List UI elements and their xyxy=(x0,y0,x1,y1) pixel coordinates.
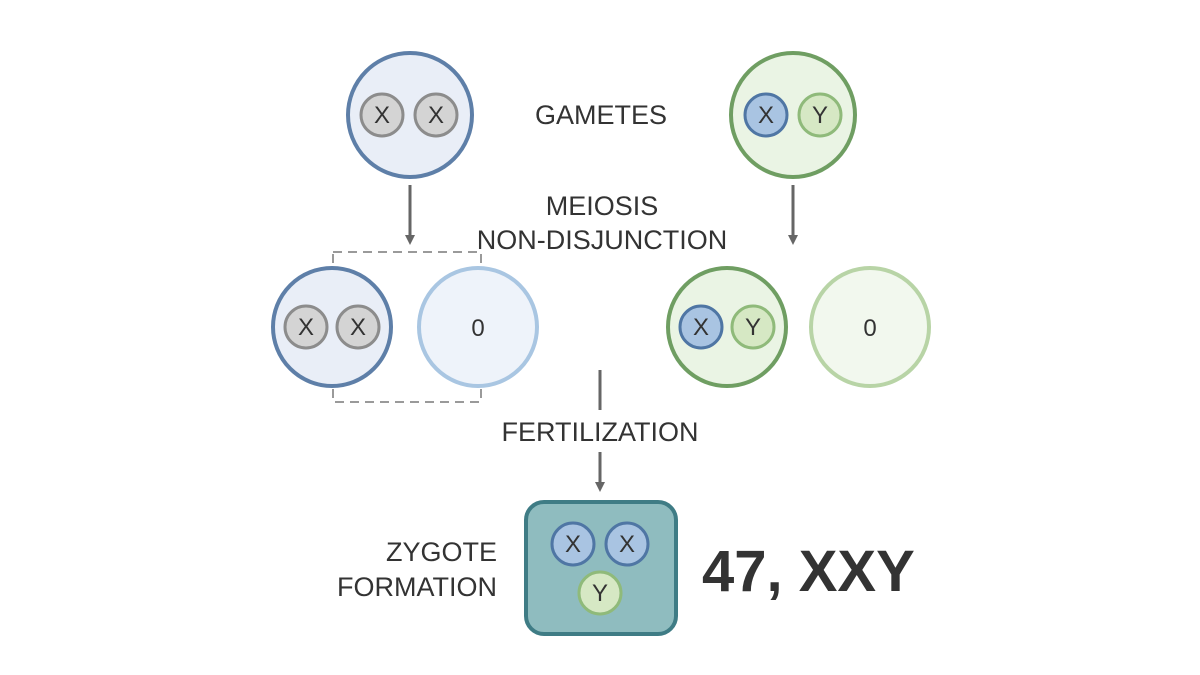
svg-text:0: 0 xyxy=(471,315,484,342)
svg-text:X: X xyxy=(428,102,444,129)
svg-text:X: X xyxy=(565,531,581,558)
chromosome-x: X xyxy=(335,304,381,350)
fertilization-label: FERTILIZATION xyxy=(501,417,698,447)
chromosome-y: Y xyxy=(577,570,623,616)
chromosome-y: Y xyxy=(797,92,843,138)
chromosome-x: X xyxy=(743,92,789,138)
svg-text:Y: Y xyxy=(745,314,761,341)
karyotype-label: 47, XXY xyxy=(702,539,915,604)
gamete-male-xy: X Y xyxy=(666,266,788,388)
chromosome-x: X xyxy=(550,521,596,567)
svg-text:X: X xyxy=(374,102,390,129)
chromosome-x: X xyxy=(604,521,650,567)
gamete-male-empty: 0 xyxy=(809,266,931,388)
chromosome-x: X xyxy=(678,304,724,350)
gamete-female-xx: X X xyxy=(271,266,393,388)
svg-text:Y: Y xyxy=(812,102,828,129)
chromosome-y: Y xyxy=(730,304,776,350)
svg-text:X: X xyxy=(758,102,774,129)
parent-male-cell: X Y xyxy=(729,51,857,179)
svg-text:X: X xyxy=(298,314,314,341)
formation-label: FORMATION xyxy=(337,572,497,602)
chromosome-x: X xyxy=(359,92,405,138)
svg-text:X: X xyxy=(350,314,366,341)
svg-text:0: 0 xyxy=(863,315,876,342)
nondisjunction-label: NON-DISJUNCTION xyxy=(477,225,728,255)
svg-text:X: X xyxy=(693,314,709,341)
zygote-cell: X X Y xyxy=(524,500,678,636)
chromosome-x: X xyxy=(283,304,329,350)
svg-text:X: X xyxy=(619,531,635,558)
svg-text:Y: Y xyxy=(592,580,608,607)
gamete-female-empty: 0 xyxy=(417,266,539,388)
parent-female-cell: X X xyxy=(346,51,474,179)
chromosome-x: X xyxy=(413,92,459,138)
meiosis-label: MEIOSIS xyxy=(546,191,659,221)
gametes-label: GAMETES xyxy=(535,100,667,130)
zygote-label: ZYGOTE xyxy=(386,537,497,567)
